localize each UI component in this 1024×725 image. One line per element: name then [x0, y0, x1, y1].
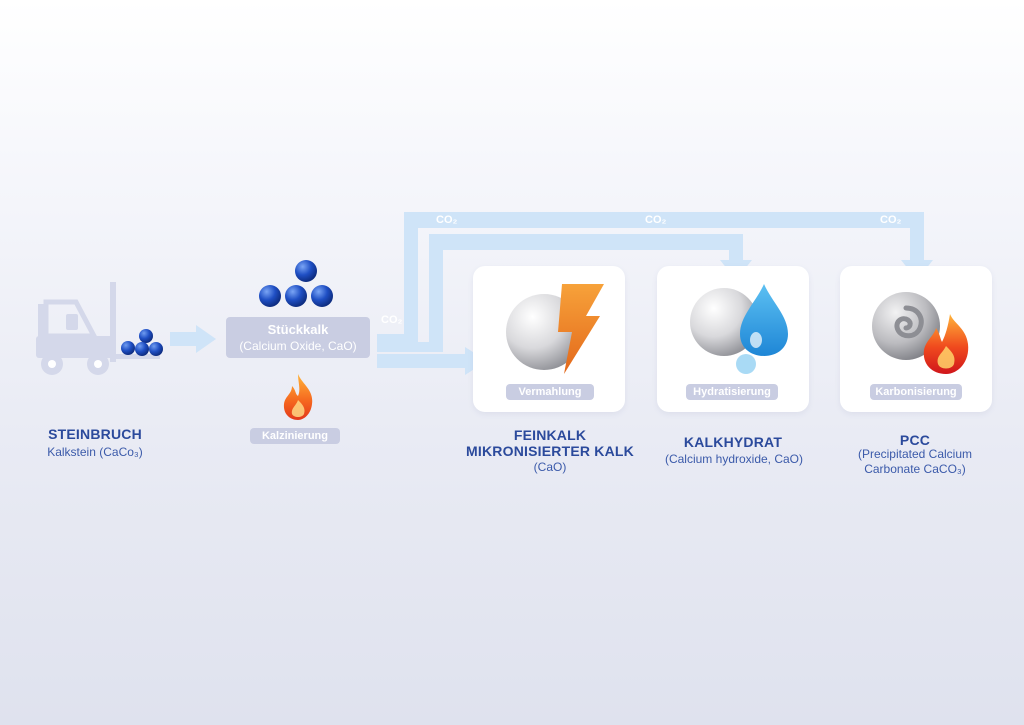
co2-pipe-stub-upper: [377, 342, 443, 352]
kalzinierung-badge: Kalzinierung: [250, 428, 340, 444]
steinbruch-title: STEINBRUCH: [48, 426, 142, 442]
co2-label: CO₂: [381, 314, 403, 326]
pcc-subtitle: (Precipitated Calcium: [857, 447, 973, 461]
co2-pipe-down-pcc: [910, 212, 924, 260]
hydratisierung-badge: Hydratisierung: [686, 384, 778, 400]
lime-spheres-icon: [259, 260, 333, 307]
stueckkalk-title: Stückkalk: [267, 322, 329, 337]
co2-label: CO₂: [880, 214, 902, 226]
water-drop-sphere-icon: [690, 284, 788, 374]
kalkhydrat-subtitle: (Calcium hydroxide, CaO): [664, 452, 804, 466]
pcc-subtitle-line2: Carbonate CaCO₃): [864, 462, 966, 476]
feinkalk-title: FEINKALK: [513, 427, 587, 443]
pcc-title: PCC: [899, 432, 931, 448]
co2-pipe-outer-horizontal: [404, 212, 924, 228]
stueckkalk-box: Stückkalk (Calcium Oxide, CaO): [226, 317, 370, 358]
co2-label: CO₂: [645, 214, 667, 226]
lightning-sphere-icon: [506, 284, 604, 374]
feinkalk-title-line2: MIKRONISIERTER KALK: [466, 443, 634, 459]
forklift-icon: [36, 282, 163, 375]
flow-arrow-shaft: [170, 332, 196, 346]
feinkalk-subtitle: (CaO): [533, 460, 567, 474]
kalkhydrat-title: KALKHYDRAT: [683, 434, 783, 450]
flow-arrow-head: [196, 325, 216, 353]
co2-pipe-outer-vertical: [404, 212, 418, 337]
co2-pipe-inner-vertical: [429, 234, 443, 348]
flow-arrow-shaft: [377, 354, 465, 368]
co2-pipe-inner-horizontal: [429, 234, 743, 250]
stueckkalk-subtitle: (Calcium Oxide, CaO): [239, 339, 357, 353]
karbonisierung-badge: Karbonisierung: [870, 384, 962, 400]
co2-label: CO₂: [436, 214, 458, 226]
co2-pipe-down-kalkhydrat: [729, 234, 743, 260]
steinbruch-subtitle: Kalkstein (CaCo₃): [47, 445, 143, 459]
flame-icon: [283, 374, 313, 420]
vermahlung-badge: Vermahlung: [506, 384, 594, 400]
spiral-flame-icon: [872, 292, 969, 374]
